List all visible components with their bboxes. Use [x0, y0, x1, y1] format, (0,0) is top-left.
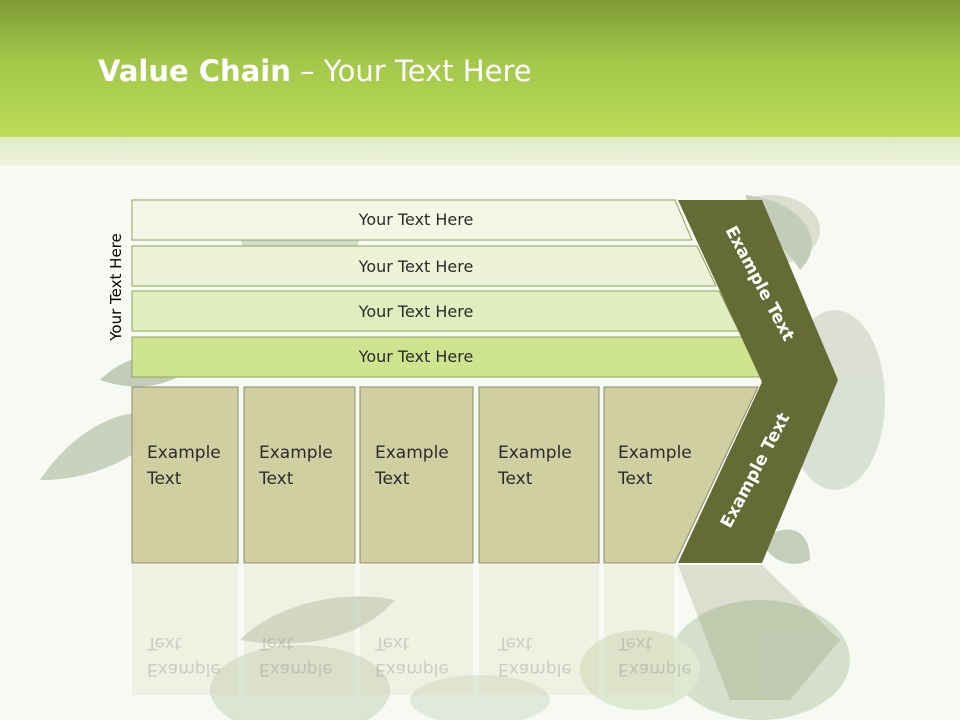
- column-2-line2: Text: [259, 469, 294, 489]
- column-5-reflection-line1: Example: [618, 659, 692, 679]
- column-5-reflection: Example Text: [618, 630, 692, 682]
- page-title: Value Chain – Your Text Here: [98, 54, 532, 88]
- column-1-reflection-line2: Text: [147, 633, 182, 653]
- column-1-reflection-line1: Example: [147, 659, 221, 679]
- column-1-line2: Text: [147, 469, 182, 489]
- column-2-shape: [243, 386, 356, 564]
- bar-1-shape: [131, 199, 693, 241]
- column-4-shape: [478, 386, 600, 564]
- bar-4-label: Your Text Here: [358, 347, 474, 366]
- column-2-reflection: Example Text: [259, 630, 333, 682]
- column-4-reflection-line2: Text: [498, 633, 533, 653]
- bar-1-label: Your Text Here: [358, 210, 474, 229]
- column-3-shape: [359, 386, 474, 564]
- column-3-line2: Text: [375, 469, 410, 489]
- bar-2-shape: [131, 245, 717, 287]
- chevron-shape: [678, 200, 838, 563]
- column-5-text: Example Text: [618, 440, 692, 492]
- column-1-shape: [131, 386, 239, 564]
- column-4-line1: Example: [498, 443, 572, 463]
- side-label: Your Text Here: [107, 233, 125, 341]
- column-3-reflection: Example Text: [375, 630, 449, 682]
- column-5-line1: Example: [618, 443, 692, 463]
- header-bar: [0, 0, 960, 137]
- column-3-text: Example Text: [375, 440, 449, 492]
- column-3-reflection-line2: Text: [375, 633, 410, 653]
- column-4-reflection-line1: Example: [498, 659, 572, 679]
- title-rest: – Your Text Here: [290, 54, 532, 88]
- column-1-reflection: Example Text: [147, 630, 221, 682]
- column-3-line1: Example: [375, 443, 449, 463]
- column-3-reflection-line1: Example: [375, 659, 449, 679]
- bar-3-label: Your Text Here: [358, 302, 474, 321]
- column-5-reflection-line2: Text: [618, 633, 653, 653]
- column-5-line2: Text: [618, 469, 653, 489]
- column-2-reflection-line2: Text: [259, 633, 294, 653]
- column-4-reflection: Example Text: [498, 630, 572, 682]
- column-2-reflection-line1: Example: [259, 659, 333, 679]
- bar-2-label: Your Text Here: [358, 257, 474, 276]
- header-band: [0, 137, 960, 165]
- column-1-line1: Example: [147, 443, 221, 463]
- column-2-text: Example Text: [259, 440, 333, 492]
- column-4-line2: Text: [498, 469, 533, 489]
- column-2-line1: Example: [259, 443, 333, 463]
- column-4-text: Example Text: [498, 440, 572, 492]
- column-1-text: Example Text: [147, 440, 221, 492]
- title-bold: Value Chain: [98, 54, 291, 88]
- column-5-shape: [603, 386, 759, 564]
